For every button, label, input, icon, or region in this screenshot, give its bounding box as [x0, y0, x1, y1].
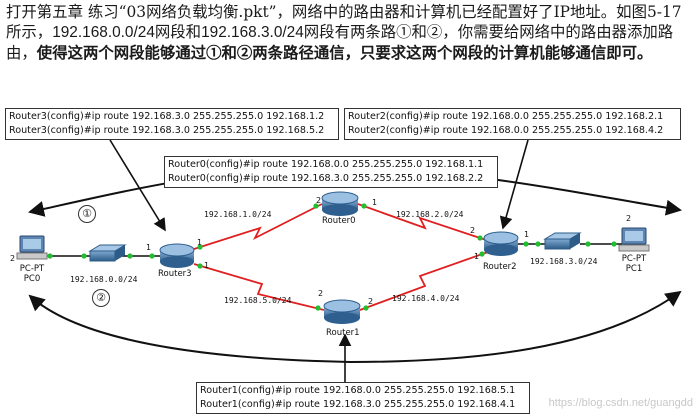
- router3-commands: Router3(config)#ip route 192.168.3.0 255…: [5, 108, 339, 140]
- intro-text: 打开第五章 练习“03网络负载均衡.pkt”，网络中的路由器和计算机已经配置好了…: [6, 2, 694, 63]
- intro-part-1: 打开第五章 练习“03网络负载均衡.pkt”，网络中的路由器和计算机已经配置好了…: [6, 3, 682, 41]
- router0-icon: [321, 191, 359, 216]
- router1-command-line: Router1(config)#ip route 192.168.0.0 255…: [200, 385, 516, 396]
- port-r0-right: 1: [372, 198, 378, 207]
- path-1-marker: ①: [78, 205, 96, 223]
- path-2-marker: ②: [92, 289, 110, 307]
- port-r2-right: 1: [524, 230, 530, 239]
- intro-requirement: 使得这两个网段能够通过①和②两条路径通信，只要求这两个网段的计算机能够通信即可。: [36, 44, 653, 62]
- serial-r1-r2: [359, 251, 489, 311]
- pc1-name: PC1: [625, 264, 643, 274]
- serial-r3-r0: [193, 203, 323, 250]
- intro-network-a: 192.168.0.0/24: [52, 24, 155, 41]
- pc1-icon: [618, 227, 650, 252]
- pc0-label: PC-PT PC0: [14, 264, 50, 284]
- port-r3-top: 1: [197, 238, 203, 247]
- port-r3-bottom: 1: [204, 261, 210, 270]
- pc1-type: PC-PT: [621, 254, 647, 264]
- watermark: https://blog.csdn.net/guangdd: [548, 397, 693, 409]
- router2-label: Router2: [483, 262, 517, 272]
- router2-command-line: Router2(config)#ip route 192.168.0.0 255…: [348, 125, 664, 136]
- serial-r3-r1: [193, 263, 325, 311]
- router3-command-line: Router3(config)#ip route 192.168.3.0 255…: [9, 125, 325, 136]
- port-pc0: 2: [10, 254, 16, 263]
- network-label-5: 192.168.5.0/24: [224, 296, 292, 305]
- network-label-2: 192.168.2.0/24: [396, 210, 464, 219]
- port-r2-top: 2: [470, 226, 476, 235]
- router2-commands: Router2(config)#ip route 192.168.0.0 255…: [344, 108, 681, 140]
- router1-icon: [323, 299, 361, 324]
- router1-label: Router1: [326, 328, 360, 338]
- intro-network-b: 192.168.3.0/24: [201, 24, 304, 41]
- port-r2-bottom: 1: [474, 252, 480, 261]
- serial-r0-r2: [357, 203, 487, 241]
- arrow-router3: [109, 139, 166, 232]
- router1-command-line: Router1(config)#ip route 192.168.3.0 255…: [200, 399, 516, 410]
- port-pc1: 2: [626, 214, 632, 223]
- router1-commands: Router1(config)#ip route 192.168.0.0 255…: [196, 382, 530, 414]
- network-label-4: 192.168.4.0/24: [392, 294, 460, 303]
- pc1-label: PC-PT PC1: [616, 254, 652, 274]
- router2-command-line: Router2(config)#ip route 192.168.0.0 255…: [348, 111, 664, 122]
- router0-command-line: Router0(config)#ip route 192.168.0.0 255…: [168, 159, 484, 170]
- port-r3-left: 1: [146, 243, 152, 252]
- pc0-type: PC-PT: [19, 264, 45, 274]
- switch0-icon: [88, 244, 127, 262]
- router3-label: Router3: [158, 269, 192, 279]
- link-status-dots: [47, 203, 617, 311]
- path-2-curve: [28, 290, 682, 364]
- network-label-3: 192.168.3.0/24: [530, 257, 598, 266]
- router0-label: Router0: [322, 216, 356, 226]
- intro-part-5: 网段有两条路①和②，你需要给网络中的路由器添加路由，: [6, 23, 674, 62]
- router3-icon: [159, 243, 195, 268]
- pc0-icon: [16, 235, 48, 260]
- port-r1-right: 2: [368, 297, 374, 306]
- router0-command-line: Router0(config)#ip route 192.168.3.0 255…: [168, 173, 484, 184]
- network-label-1: 192.168.1.0/24: [204, 210, 272, 219]
- router2-icon: [483, 231, 519, 256]
- port-r1-left: 2: [318, 289, 324, 298]
- arrow-router2: [499, 139, 529, 230]
- port-r0-left: 2: [316, 196, 322, 205]
- router0-commands: Router0(config)#ip route 192.168.0.0 255…: [164, 156, 498, 188]
- intro-part-3: 网段和: [154, 23, 202, 41]
- switch1-icon: [543, 232, 582, 250]
- router3-command-line: Router3(config)#ip route 192.168.3.0 255…: [9, 111, 325, 122]
- network-label-0: 192.168.0.0/24: [70, 275, 138, 284]
- pc0-name: PC0: [23, 274, 41, 284]
